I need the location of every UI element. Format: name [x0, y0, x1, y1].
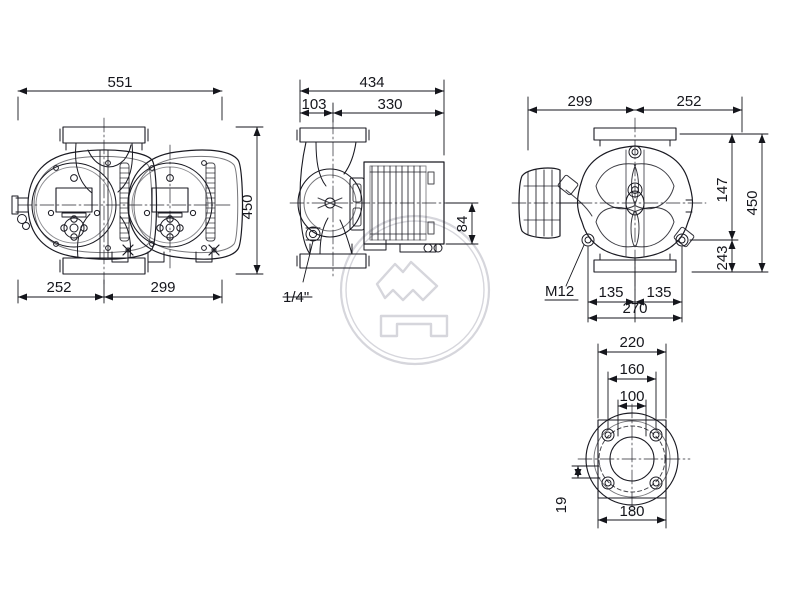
label-bolt-size: M12: [545, 283, 574, 300]
dim-flange-outer-width: 220: [619, 334, 644, 351]
dim-flange-width: 180: [619, 503, 644, 520]
dim-top-left-offset: 299: [567, 93, 592, 110]
grundfos-logo-watermark: [339, 214, 491, 366]
dim-front-left-offset: 252: [46, 279, 71, 296]
dim-flange-thickness: 19: [553, 497, 570, 514]
dim-top-lower-height: 243: [714, 245, 731, 270]
dim-top-overall-height: 450: [744, 190, 761, 215]
dim-flange-bore: 100: [619, 388, 644, 405]
dim-top-upper-height: 147: [714, 177, 731, 202]
dim-side-shaft-height: 84: [454, 216, 471, 233]
label-port-thread: 1/4": [283, 289, 309, 306]
dim-top-bolt-span: 270: [622, 300, 647, 317]
side-view-geometry: [289, 119, 451, 277]
front-view-dimensions: [17, 87, 264, 304]
dim-side-overall-depth: 434: [359, 74, 384, 91]
flange-detail-dimensions: [571, 343, 667, 529]
dim-top-right-offset: 252: [676, 93, 701, 110]
side-view-dimensions: [282, 79, 479, 298]
top-view-geometry: [511, 117, 707, 291]
dim-front-right-offset: 299: [150, 279, 175, 296]
dim-front-overall-height: 450: [239, 194, 256, 219]
front-view-geometry: [11, 117, 244, 285]
dimension-labels: 551 450 252 299 434 103 330 84 1/4" 299 …: [46, 74, 761, 520]
top-view-dimensions: [527, 96, 769, 323]
dim-top-bolt-left: 135: [598, 284, 623, 301]
dim-side-flange-to-center: 103: [301, 96, 326, 113]
dim-side-center-to-motor: 330: [377, 96, 402, 113]
dim-top-bolt-right: 135: [646, 284, 671, 301]
flange-detail-geometry: [577, 403, 691, 517]
dim-front-overall-width: 551: [107, 74, 132, 91]
dim-flange-bolt-circle: 160: [619, 361, 644, 378]
